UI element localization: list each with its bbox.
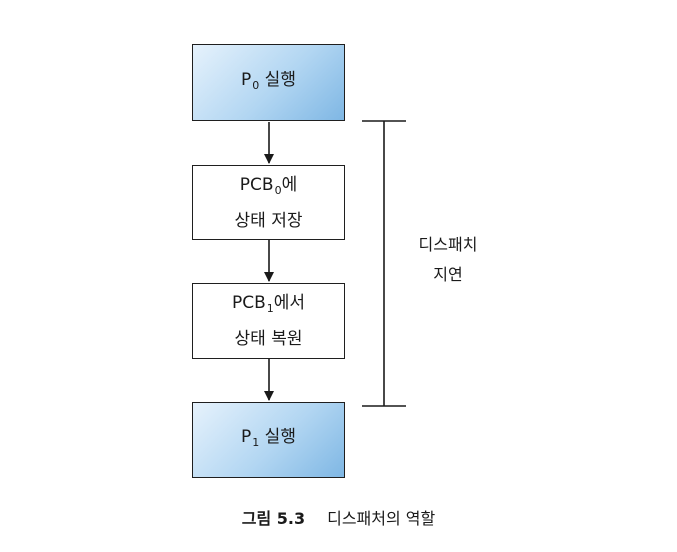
figure-caption: 그림 5.3 디스패처의 역할 [0,505,677,529]
box-run-p1: P1 실행 [192,402,345,478]
box-run-p0: P0 실행 [192,44,345,121]
box-run-p0-line: P0 실행 [241,69,296,92]
box-restore-state-pcb1: PCB1에서 상태 복원 [192,283,345,359]
box-save-state-pcb0: PCB0에 상태 저장 [192,165,345,240]
box-restore-state-line1: PCB1에서 [231,293,306,315]
dispatch-latency-line2: 지연 [433,265,463,284]
dispatch-latency-line1: 디스패치 [418,235,478,254]
dispatch-latency-label: 디스패치 지연 [403,230,493,290]
box-restore-state-line2: 상태 복원 [234,329,303,349]
figure-title: 디스패처의 역할 [327,509,436,528]
box-save-state-line2: 상태 저장 [234,210,303,231]
box-save-state-line1: PCB0에 [239,174,298,197]
dispatch-latency-bracket [362,120,406,407]
figure-number: 그림 5.3 [241,509,306,528]
box-run-p1-line: P1 실행 [241,427,296,449]
